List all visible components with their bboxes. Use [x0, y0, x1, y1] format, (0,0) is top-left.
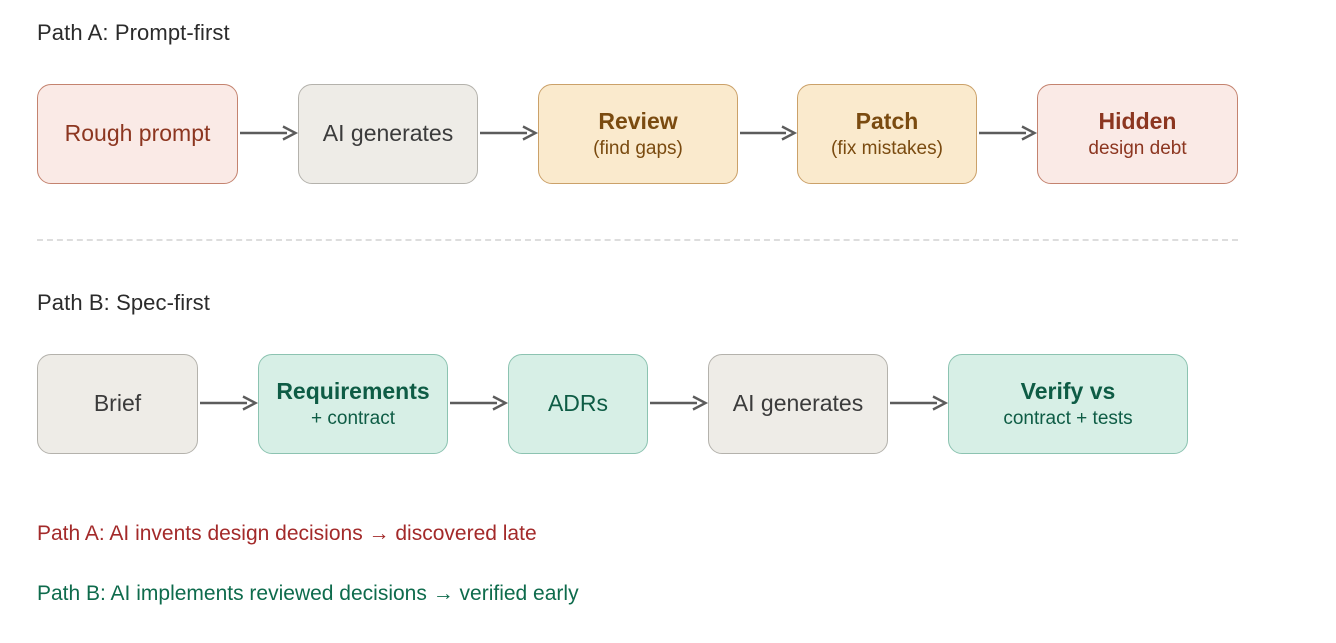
flow-node-label: Verify vs [1020, 377, 1116, 404]
flow-node-sublabel: design debt [1088, 137, 1187, 159]
flow-node-hidden-debt[interactable]: Hidden design debt [1037, 84, 1238, 184]
flow-node-sublabel: + contract [311, 407, 395, 429]
path-b-flow-row: Brief Requirements + contract ADRs AI genera… [0, 354, 1336, 454]
flow-arrow-requirements-to-adrs [450, 394, 509, 411]
flow-node-label: Rough prompt [64, 120, 211, 147]
flow-node-label: Patch [855, 107, 919, 134]
flow-node-sublabel: (fix mistakes) [831, 137, 943, 159]
flow-arrow-patch-to-hidden-debt [979, 124, 1038, 141]
path-a-flow-row: Rough prompt AI generates Review (find gaps… [0, 84, 1336, 184]
flow-node-ai-generates-a[interactable]: AI generates [298, 84, 478, 184]
flow-node-rough-prompt[interactable]: Rough prompt [37, 84, 238, 184]
flow-node-label: Brief [93, 390, 142, 417]
path-b-title: Path B: Spec-first [37, 290, 210, 315]
flow-arrow-ai-generates-a-to-review [480, 124, 539, 141]
flow-node-label: AI generates [732, 390, 864, 417]
flow-node-verify-vs[interactable]: Verify vs contract + tests [948, 354, 1188, 454]
flow-node-label: Hidden [1098, 107, 1177, 134]
flow-node-label: ADRs [547, 390, 609, 417]
path-b-summary-caption: Path B: AI implements reviewed decisions… [37, 582, 579, 605]
flow-node-sublabel: contract + tests [1003, 407, 1133, 429]
flow-node-adrs[interactable]: ADRs [508, 354, 648, 454]
flow-node-label: Requirements [276, 377, 430, 404]
section-divider [37, 239, 1238, 241]
flow-node-review[interactable]: Review (find gaps) [538, 84, 738, 184]
flow-node-ai-generates-b[interactable]: AI generates [708, 354, 888, 454]
flow-node-sublabel: (find gaps) [593, 137, 683, 159]
path-a-title: Path A: Prompt-first [37, 20, 230, 45]
flow-node-brief[interactable]: Brief [37, 354, 198, 454]
flow-node-label: AI generates [322, 120, 454, 147]
flow-arrow-ai-generates-b-to-verify-vs [890, 394, 949, 411]
flow-arrow-rough-prompt-to-ai-generates-a [240, 124, 299, 141]
flow-node-requirements[interactable]: Requirements + contract [258, 354, 448, 454]
flow-arrow-review-to-patch [740, 124, 798, 141]
flow-node-patch[interactable]: Patch (fix mistakes) [797, 84, 977, 184]
path-a-summary-caption: Path A: AI invents design decisions → di… [37, 522, 537, 545]
flow-arrow-brief-to-requirements [200, 394, 259, 411]
flow-node-label: Review [598, 107, 678, 134]
flow-arrow-adrs-to-ai-generates-b [650, 394, 709, 411]
